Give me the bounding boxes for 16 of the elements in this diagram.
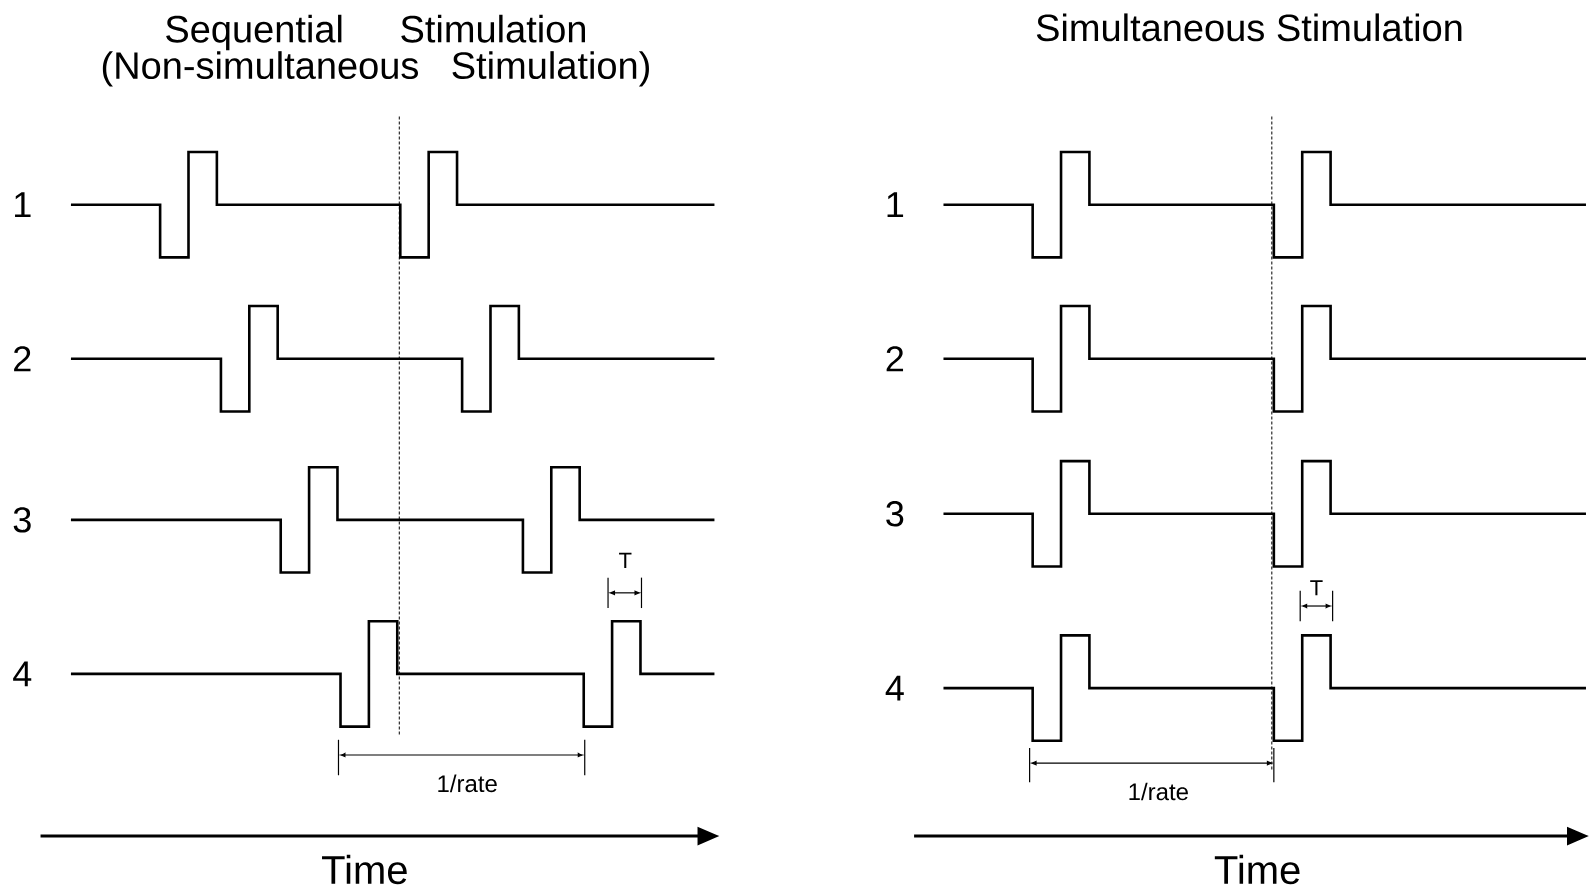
channel-number: 1 [15, 192, 31, 218]
channel-number: 2 [886, 346, 904, 372]
axis-label: Time [1214, 854, 1300, 885]
channel-number: 3 [13, 507, 31, 533]
dimension-label: 1/rate [1126, 781, 1190, 802]
channel-number: 2 [14, 346, 31, 372]
panel-title: Simultaneous Stimulation [1036, 13, 1462, 42]
channel-number: 3 [886, 501, 904, 527]
channel-number: 4 [13, 661, 32, 687]
dimension-label: 1/rate [435, 773, 499, 794]
channel-number: 1 [887, 192, 904, 218]
axis-label: Time [322, 854, 407, 885]
dimension-label: T [617, 551, 633, 570]
panel-title: Sequential Stimulation (Non-simultaneous Stimulation) [102, 14, 649, 87]
channel-number: 4 [885, 675, 904, 701]
dimension-label: T [1308, 579, 1325, 597]
